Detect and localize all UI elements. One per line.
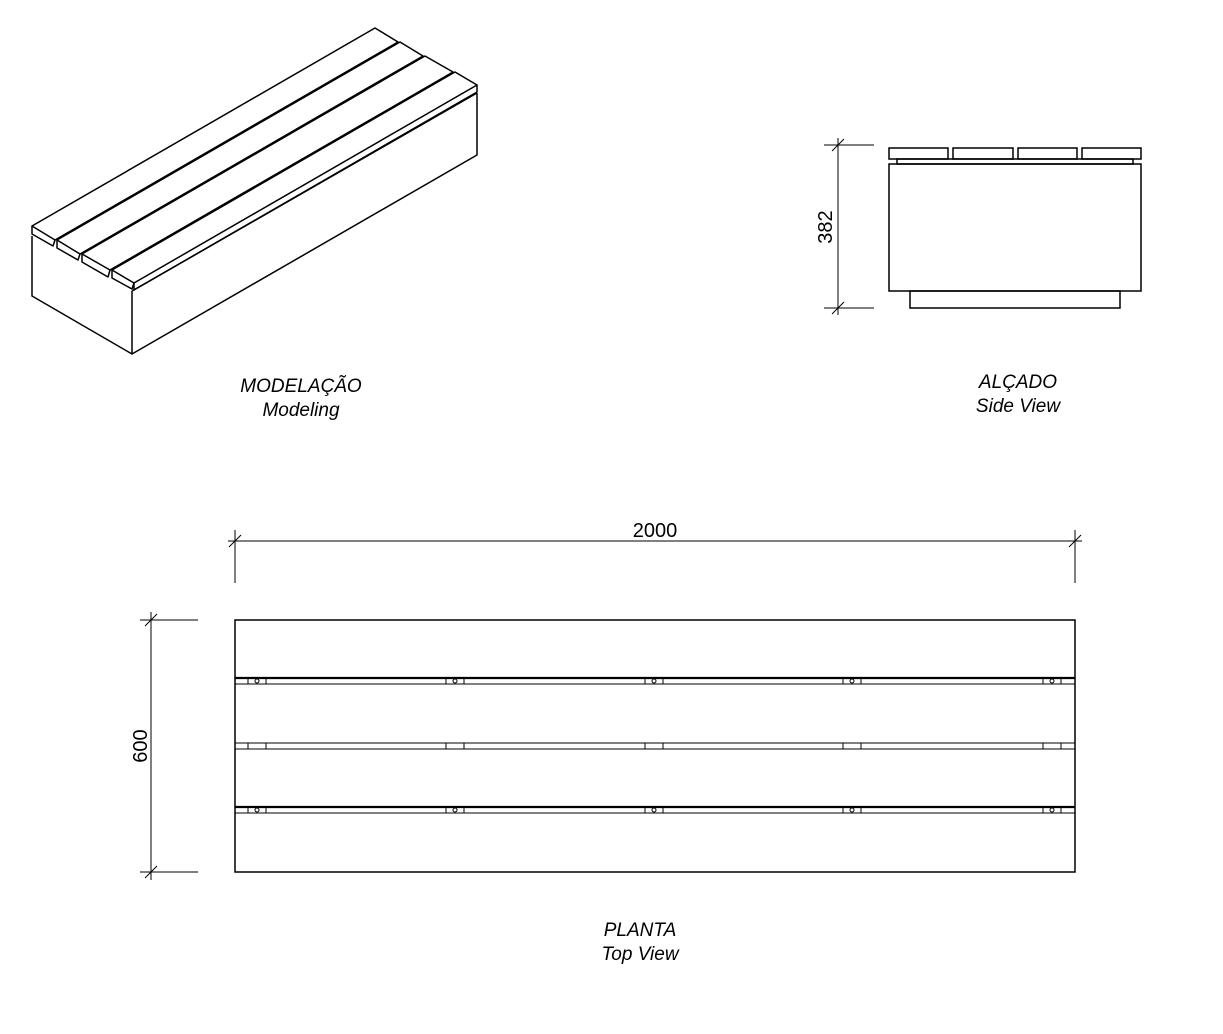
top-view	[234, 619, 1076, 873]
side-base	[909, 290, 1121, 309]
side-view-title: ALÇADO	[978, 372, 1058, 393]
top-view-subtitle: Top View	[601, 944, 679, 965]
width-dimension	[140, 612, 198, 880]
top-view-caption: PLANTA Top View	[540, 919, 740, 967]
slat-gap-2	[235, 742, 1075, 750]
modeling-subtitle: Modeling	[262, 400, 340, 421]
fixing-screw	[651, 807, 657, 813]
fixing-screw	[1049, 678, 1055, 684]
fixing-screw	[452, 678, 458, 684]
side-slat-4	[1081, 147, 1142, 160]
isometric-model	[31, 27, 478, 355]
slat-side	[133, 85, 478, 291]
width-dimension-label: 600	[130, 729, 152, 762]
modeling-caption: MODELAÇÃO Modeling	[201, 375, 401, 423]
body-front-face	[31, 236, 133, 355]
slat-gap-1	[235, 676, 1075, 685]
side-view	[888, 147, 1142, 309]
top-view-title: PLANTA	[603, 920, 677, 941]
body-side-face	[131, 93, 478, 355]
side-view-caption: ALÇADO Side View	[918, 371, 1118, 419]
slat-front-4	[111, 270, 135, 290]
fixing-markers	[247, 678, 1062, 813]
side-body	[888, 163, 1142, 292]
plan-outline	[234, 619, 1076, 873]
slat-front-3	[81, 254, 111, 278]
fixing-screw	[254, 807, 260, 813]
slat-front-2	[56, 240, 81, 261]
slat-top-3	[81, 55, 454, 271]
slat-top-2	[56, 41, 424, 255]
slat-front-1	[31, 226, 56, 247]
slat-gap-3	[235, 805, 1075, 814]
fixing-screw	[1049, 807, 1055, 813]
slat-top-1	[31, 27, 399, 241]
fixing-screw	[849, 678, 855, 684]
side-slat-3	[1017, 147, 1078, 160]
height-dimension-label: 382	[815, 210, 837, 243]
body-top-edge	[131, 92, 478, 292]
fixing-screw	[254, 678, 260, 684]
side-view-subtitle: Side View	[975, 396, 1061, 417]
length-dimension	[228, 530, 1082, 583]
length-dimension-label: 2000	[633, 520, 678, 542]
fixing-screw	[849, 807, 855, 813]
modeling-title: MODELAÇÃO	[240, 376, 362, 397]
side-slat-2	[952, 147, 1014, 160]
fixing-screw	[651, 678, 657, 684]
fixing-screw	[452, 807, 458, 813]
side-slat-1	[888, 147, 949, 160]
height-dimension	[824, 138, 874, 315]
